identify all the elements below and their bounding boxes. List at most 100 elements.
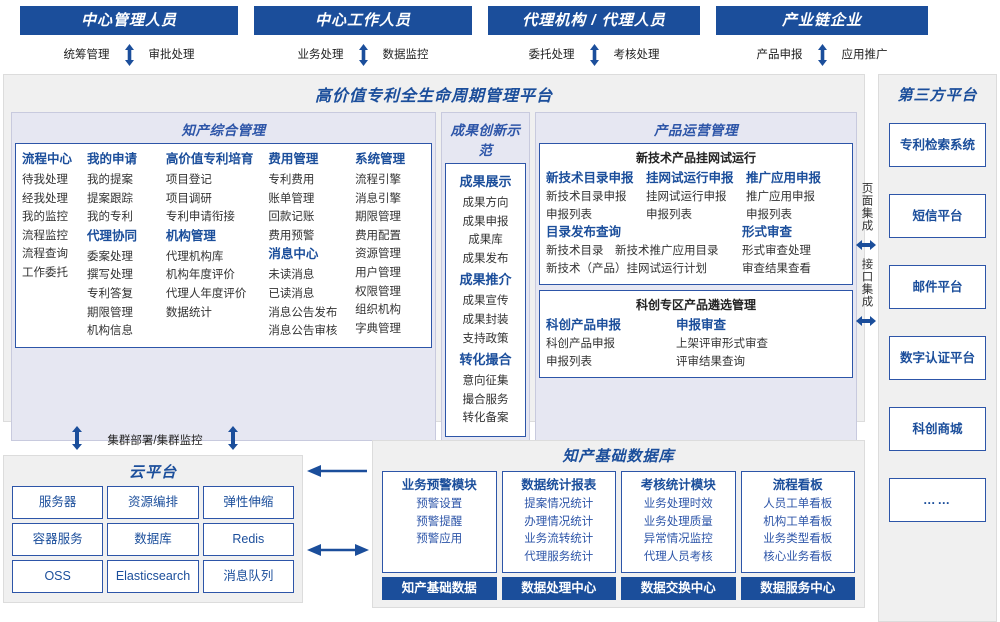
menu-item[interactable]: 科创产品申报 — [546, 338, 615, 350]
menu-item-pair[interactable]: 新技术目录 新技术推广应用目录 — [546, 245, 719, 257]
menu-item[interactable]: 数据统计 — [165, 306, 212, 319]
group-heading[interactable]: 成果推介 — [459, 272, 512, 288]
cloud-service-cell[interactable]: 服务器 — [12, 486, 104, 519]
menu-item[interactable]: 上架评审形式审查 — [676, 338, 768, 350]
menu-item[interactable]: 经我处理 — [22, 192, 68, 205]
third-party-item[interactable]: 短信平台 — [889, 194, 986, 238]
card-item[interactable]: 核心业务看板 — [763, 550, 833, 563]
menu-item[interactable]: 费用预警 — [268, 229, 315, 242]
menu-item[interactable]: 工作委托 — [22, 266, 68, 279]
menu-item[interactable]: 撰写处理 — [87, 269, 134, 282]
menu-item[interactable]: 机构信息 — [87, 325, 134, 338]
menu-item[interactable]: 成果发布 — [462, 252, 509, 265]
menu-item[interactable]: 申报列表 — [546, 356, 592, 368]
menu-item[interactable]: 机构年度评价 — [165, 269, 235, 282]
group-heading[interactable]: 目录发布查询 — [546, 225, 622, 239]
menu-item[interactable]: 资源管理 — [355, 248, 402, 261]
menu-item[interactable]: 权限管理 — [355, 285, 402, 298]
menu-item[interactable]: 字典管理 — [355, 322, 402, 335]
menu-item[interactable]: 期限管理 — [355, 211, 402, 224]
menu-item[interactable]: 流程监控 — [22, 229, 68, 242]
database-footer-chip[interactable]: 数据处理中心 — [501, 577, 616, 600]
menu-item[interactable]: 成果方向 — [462, 197, 509, 209]
database-footer-chip[interactable]: 数据交换中心 — [621, 577, 736, 600]
menu-item[interactable]: 申报列表 — [646, 209, 692, 221]
group-heading[interactable]: 申报审查 — [676, 318, 727, 332]
menu-item[interactable]: 账单管理 — [268, 192, 315, 205]
card-heading[interactable]: 流程看板 — [772, 478, 823, 492]
menu-item[interactable]: 代理人年度评价 — [165, 287, 247, 300]
group-heading[interactable]: 代理协同 — [87, 228, 138, 243]
menu-item[interactable]: 费用配置 — [355, 229, 402, 242]
menu-item[interactable]: 组织机构 — [355, 304, 402, 317]
menu-item[interactable]: 申报列表 — [746, 209, 792, 221]
card-heading[interactable]: 数据统计报表 — [521, 478, 597, 492]
group-heading[interactable]: 转化撮合 — [459, 352, 512, 368]
menu-item[interactable]: 意向征集 — [462, 375, 509, 388]
group-heading[interactable]: 推广应用申报 — [746, 171, 822, 185]
menu-item[interactable]: 成果申报 — [462, 215, 509, 228]
menu-item[interactable]: 专利答复 — [87, 287, 134, 300]
menu-item[interactable]: 消息引擎 — [355, 192, 402, 205]
menu-item[interactable]: 成果库 — [468, 234, 503, 247]
group-heading[interactable]: 费用管理 — [268, 152, 319, 166]
menu-item[interactable]: 成果宣传 — [462, 295, 509, 308]
card-item[interactable]: 人员工单看板 — [763, 498, 833, 510]
third-party-item[interactable]: 科创商城 — [889, 407, 986, 451]
menu-item[interactable]: 未读消息 — [268, 269, 315, 282]
card-item[interactable]: 业务处理质量 — [643, 515, 713, 528]
database-footer-chip[interactable]: 知产基础数据 — [382, 577, 497, 600]
card-item[interactable]: 预警设置 — [416, 498, 463, 510]
menu-item[interactable]: 用户管理 — [355, 266, 402, 279]
card-item[interactable]: 代理服务统计 — [524, 550, 594, 563]
menu-item[interactable]: 已读消息 — [268, 287, 315, 300]
menu-item[interactable]: 支持政策 — [462, 332, 509, 345]
menu-item[interactable]: 形式审查处理 — [742, 245, 811, 257]
menu-item[interactable]: 成果封装 — [462, 313, 509, 326]
cloud-service-cell[interactable]: 容器服务 — [12, 523, 104, 556]
menu-item[interactable]: 流程引擎 — [355, 174, 402, 186]
card-item[interactable]: 预警提醒 — [416, 515, 463, 528]
card-item[interactable]: 办理情况统计 — [524, 515, 594, 528]
third-party-item[interactable]: 邮件平台 — [889, 265, 986, 309]
group-heading[interactable]: 我的申请 — [87, 152, 138, 166]
card-item[interactable]: 异常情况监控 — [643, 533, 713, 545]
menu-item[interactable]: 期限管理 — [87, 306, 134, 319]
group-heading[interactable]: 高价值专利培育 — [165, 152, 254, 166]
menu-item[interactable]: 委案处理 — [87, 250, 134, 263]
third-party-item[interactable]: …… — [889, 478, 986, 522]
menu-item[interactable]: 审查结果查看 — [742, 263, 811, 275]
card-item[interactable]: 业务类型看板 — [763, 533, 833, 545]
menu-item[interactable]: 消息公告审核 — [268, 325, 338, 338]
menu-item[interactable]: 待我处理 — [22, 174, 68, 186]
menu-item[interactable]: 项目调研 — [165, 192, 212, 205]
database-footer-chip[interactable]: 数据服务中心 — [740, 577, 855, 600]
menu-item[interactable]: 撮合服务 — [462, 393, 509, 406]
menu-item[interactable]: 推广应用申报 — [746, 191, 815, 203]
group-heading[interactable]: 系统管理 — [355, 152, 406, 166]
menu-item[interactable]: 专利申请衔接 — [165, 211, 235, 224]
card-heading[interactable]: 考核统计模块 — [640, 478, 716, 492]
menu-item[interactable]: 申报列表 — [546, 209, 592, 221]
group-heading[interactable]: 机构管理 — [165, 228, 216, 243]
cloud-service-cell[interactable]: Redis — [202, 523, 294, 556]
card-item[interactable]: 预警应用 — [416, 533, 463, 545]
cloud-service-cell[interactable]: 弹性伸缩 — [202, 486, 294, 519]
menu-item[interactable]: 我的专利 — [87, 211, 134, 224]
cloud-service-cell[interactable]: OSS — [12, 560, 104, 593]
group-heading[interactable]: 科创产品申报 — [546, 318, 622, 332]
menu-item[interactable]: 新技术（产品）挂网试运行计划 — [546, 263, 707, 275]
group-heading[interactable]: 新技术目录申报 — [546, 171, 634, 185]
menu-item[interactable]: 提案跟踪 — [87, 192, 134, 205]
cloud-service-cell[interactable]: 消息队列 — [202, 560, 294, 593]
card-item[interactable]: 机构工单看板 — [763, 515, 833, 528]
menu-item[interactable]: 评审结果查询 — [676, 356, 745, 368]
group-heading[interactable]: 流程中心 — [22, 152, 73, 166]
card-item[interactable]: 提案情况统计 — [524, 498, 594, 510]
menu-item[interactable]: 消息公告发布 — [268, 306, 338, 319]
menu-item[interactable]: 我的监控 — [22, 211, 68, 224]
third-party-item[interactable]: 数字认证平台 — [889, 336, 986, 380]
cloud-service-cell[interactable]: 资源编排 — [107, 486, 199, 519]
menu-item[interactable]: 新技术目录申报 — [546, 191, 627, 203]
group-heading[interactable]: 挂网试运行申报 — [646, 171, 734, 185]
